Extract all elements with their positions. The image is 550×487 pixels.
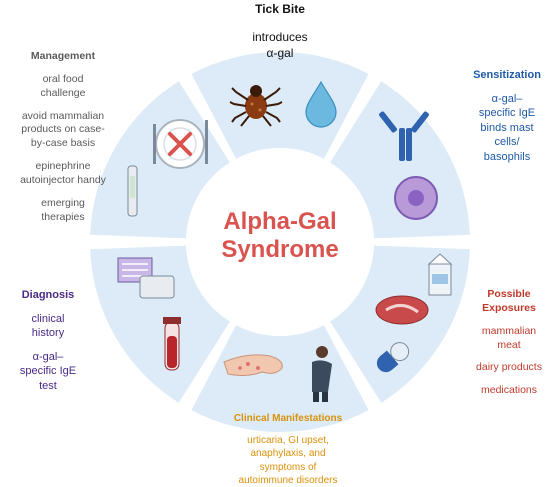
autoinjector-icon (127, 165, 138, 217)
diagnosis-heading: Diagnosis (21, 289, 75, 301)
exposures-line: mammalian (481, 324, 537, 337)
antibody-icon (379, 111, 429, 161)
tick-bite-heading: Tick Bite (255, 2, 305, 16)
exposures-line: meat (497, 338, 521, 351)
exposures-line: dairy products (476, 361, 542, 374)
exposures-heading: Possible (487, 288, 531, 300)
sensitization-line: α-gal– (491, 92, 523, 105)
clinical-line: urticaria, GI upset, (247, 435, 329, 447)
cell-nucleus-icon (408, 190, 424, 206)
management-item: by-case basis (30, 137, 96, 150)
management-label: Management oral food challenge avoid mam… (4, 50, 122, 225)
tick-bite-line: introduces (252, 29, 308, 44)
clinical-manifestations-label: Clinical Manifestations urticaria, GI up… (218, 412, 358, 487)
management-item: epinephrine (35, 160, 91, 173)
steak-icon (375, 295, 429, 325)
clinical-heading: Clinical Manifestations (233, 413, 343, 424)
management-item: challenge (40, 86, 86, 99)
center-title-line: Syndrome (221, 235, 339, 263)
diagnosis-line: α-gal– (32, 350, 64, 363)
sensitization-line: cells/ (494, 136, 520, 149)
droplet-icon (305, 80, 337, 128)
sensitization-line: basophils (483, 150, 531, 163)
clinical-line: autoimmune disorders (238, 474, 338, 486)
center-circle (186, 148, 374, 336)
sensitization-line: specific IgE (478, 107, 536, 120)
segment-tick-bite (191, 52, 369, 159)
exposures-heading: Exposures (482, 301, 536, 314)
segment-diagnosis (90, 245, 230, 403)
possible-exposures-label: Possible Exposures mammalian meat dairy … (470, 288, 548, 398)
management-heading: Management (30, 50, 96, 62)
sensitization-label: Sensitization α-gal– specific IgE binds … (466, 68, 548, 164)
diagnosis-line: history (31, 327, 65, 340)
exposures-line: medications (480, 384, 538, 397)
segment-management (90, 81, 230, 239)
sensitization-heading: Sensitization (473, 69, 541, 81)
person-pain-icon (312, 346, 332, 402)
sensitization-line: binds mast (480, 121, 534, 134)
capsule-icon (376, 342, 410, 373)
blood-vial-icon (163, 317, 181, 371)
management-item: avoid mammalian (21, 109, 105, 122)
tick-bite-label: Tick Bite introduces α-gal (220, 2, 340, 61)
diagnosis-label: Diagnosis clinical history α-gal– specif… (8, 288, 88, 393)
management-item: emerging (41, 196, 85, 209)
clinical-line: symptoms of (259, 461, 317, 473)
no-food-plate-icon (153, 119, 208, 169)
diagnosis-line: clinical (31, 312, 65, 325)
management-item: oral food (42, 72, 84, 85)
clinical-line: anaphylaxis, and (250, 448, 326, 460)
center-title-line: Alpha-Gal (223, 208, 337, 235)
management-item: autoinjector handy (20, 174, 106, 187)
diagnosis-line: test (39, 379, 57, 392)
hand-rash-icon (223, 354, 283, 377)
tick-icon (229, 85, 283, 127)
center-title: Alpha-Gal Syndrome (200, 208, 360, 263)
management-item: therapies (41, 210, 85, 223)
milk-carton-icon (427, 253, 453, 296)
lab-analyzer-icon (117, 257, 175, 299)
management-item: products on case- (21, 123, 105, 136)
tick-bite-line: α-gal (266, 45, 294, 60)
diagnosis-line: specific IgE (19, 365, 77, 378)
